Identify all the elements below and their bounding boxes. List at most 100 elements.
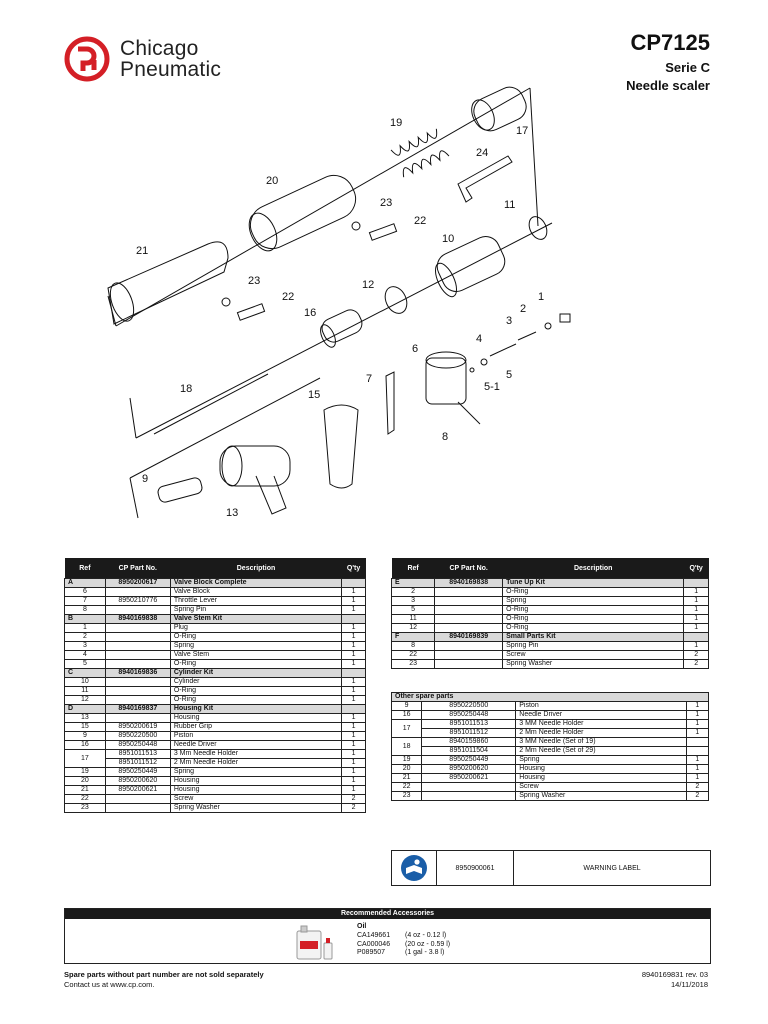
cell-desc: 2 Mm Needle Holder — [515, 728, 687, 738]
label-15: 15 — [308, 389, 320, 401]
cell-ref: 3 — [390, 596, 436, 606]
accessory-row: CA149661(4 oz - 0.12 l) — [357, 932, 447, 939]
cell-desc: O-Ring — [169, 686, 343, 696]
cell-desc: Housing — [169, 713, 343, 723]
accessory-row: P089507(1 gal - 3.8 l) — [357, 949, 445, 956]
label-4: 4 — [476, 333, 482, 345]
read-manual-icon — [401, 855, 427, 881]
brand-name-line2: Pneumatic — [120, 58, 222, 81]
cell-ref: 21 — [64, 785, 106, 795]
label-19: 19 — [390, 117, 402, 129]
cell-ref: 12 — [390, 623, 436, 633]
cell-desc: Housing — [169, 785, 343, 795]
col-ref: Ref — [64, 558, 106, 579]
cell-qty: 1 — [685, 728, 710, 738]
cell-qty: 1 — [341, 596, 366, 606]
accessory-product: Oil — [357, 923, 367, 930]
cell-pn — [104, 605, 171, 615]
cell-pn: 8950250449 — [421, 755, 517, 765]
cell-desc: O-Ring — [169, 632, 343, 642]
cell-pn: 8940169838 — [104, 614, 171, 624]
cell-ref: 2 — [390, 587, 436, 597]
label-1: 1 — [538, 291, 544, 303]
cell-ref: E — [390, 578, 436, 588]
cell-pn: 8950200619 — [104, 722, 171, 732]
cell-qty: 1 — [341, 686, 366, 696]
cell-ref: 8 — [64, 605, 106, 615]
cell-qty: 2 — [341, 803, 366, 813]
cell-ref: 17 — [64, 749, 106, 768]
label-21: 21 — [136, 245, 148, 257]
cell-ref: 5 — [64, 659, 106, 669]
cell-desc: Spring — [169, 641, 343, 651]
cell-ref: 19 — [390, 755, 423, 765]
cell-pn — [434, 605, 504, 615]
cell-desc: O-Ring — [502, 623, 685, 633]
cell-desc: Needle Driver — [169, 740, 343, 750]
cell-pn: 8940169839 — [434, 632, 504, 642]
cell-pn: 8950200620 — [421, 764, 517, 774]
cell-pn: 8950250449 — [104, 767, 171, 777]
cell-desc: Screw — [515, 782, 687, 792]
cell-ref: 10 — [64, 677, 106, 687]
cell-desc: 3 Mm Needle Holder — [169, 749, 343, 759]
model-number: CP7125 — [630, 30, 710, 55]
document-title: CP7125 Serie C Needle scaler — [626, 30, 710, 94]
cell-desc: Spring — [169, 767, 343, 777]
cell-pn — [434, 596, 504, 606]
col-description: Description — [170, 558, 342, 579]
cell-pn: 8950200621 — [104, 785, 171, 795]
label-22-top: 22 — [414, 215, 426, 227]
cell-desc: Spring Washer — [502, 659, 685, 669]
cell-qty: 1 — [685, 710, 710, 720]
cell-qty: 1 — [341, 587, 366, 597]
cell-pn: 8950220500 — [104, 731, 171, 741]
cell-pn: 8940169838 — [434, 578, 504, 588]
cell-ref: 5 — [390, 605, 436, 615]
cell-pn: 8951011512 — [104, 758, 171, 768]
cell-pn — [104, 677, 171, 687]
cell-desc: Spring — [515, 755, 687, 765]
document-reference: 8940169831 rev. 03 — [641, 970, 708, 979]
cell-pn: 8950210776 — [104, 596, 171, 606]
cell-ref: 9 — [390, 701, 423, 711]
cell-desc: Needle Driver — [515, 710, 687, 720]
label-23-bottom: 23 — [248, 275, 260, 287]
brand-name: Chicago Pneumatic — [120, 38, 221, 80]
cell-ref: 3 — [64, 641, 106, 651]
brand-name-line1: Chicago — [120, 37, 199, 60]
cell-pn — [434, 641, 504, 651]
cell-pn — [104, 632, 171, 642]
footer-contact[interactable]: Contact us at www.cp.com. — [64, 980, 155, 989]
label-22-bottom: 22 — [282, 291, 294, 303]
cell-qty: 1 — [341, 632, 366, 642]
cell-ref: 22 — [390, 650, 436, 660]
label-18: 18 — [180, 383, 192, 395]
label-20: 20 — [266, 175, 278, 187]
cell-ref: 23 — [390, 791, 423, 801]
col-part-no: CP Part No. — [434, 558, 503, 579]
cell-pn: 8950250448 — [104, 740, 171, 750]
cell-qty — [685, 746, 710, 756]
cell-qty: 1 — [341, 713, 366, 723]
